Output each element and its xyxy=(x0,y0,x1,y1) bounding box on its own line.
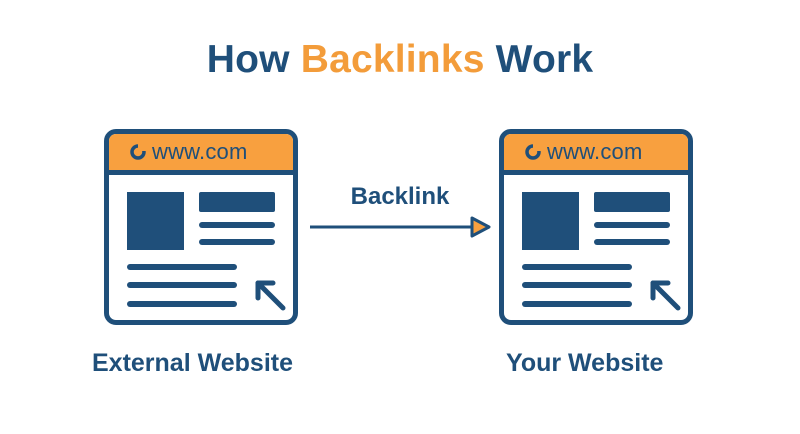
heading-placeholder xyxy=(594,192,670,212)
title-highlight: Backlinks xyxy=(300,38,485,81)
your-website-label: Your Website xyxy=(506,349,664,377)
external-website-browser: www.com xyxy=(104,129,298,325)
heading-placeholder xyxy=(199,192,275,212)
backlink-label: Backlink xyxy=(350,183,450,210)
text-line xyxy=(522,264,632,270)
arrow-right-icon xyxy=(310,216,491,238)
your-website-browser: www.com xyxy=(499,129,693,325)
text-line xyxy=(594,222,670,228)
image-placeholder xyxy=(522,192,579,250)
external-website-label: External Website xyxy=(92,349,294,377)
url-text: www.com xyxy=(547,139,643,164)
text-line xyxy=(199,222,275,228)
image-placeholder xyxy=(127,192,184,250)
url-text: www.com xyxy=(152,139,248,164)
arrow-cursor-icon xyxy=(255,280,286,311)
title-prefix: How xyxy=(206,38,301,81)
title-suffix: Work xyxy=(484,38,594,81)
text-line xyxy=(127,301,237,307)
text-line xyxy=(199,239,275,245)
url-bar: www.com xyxy=(504,134,688,175)
url-bar: www.com xyxy=(109,134,293,175)
globe-icon xyxy=(130,144,146,160)
arrow-cursor-icon xyxy=(650,280,681,311)
text-line xyxy=(127,264,237,270)
globe-icon xyxy=(525,144,541,160)
text-line xyxy=(127,282,237,288)
text-line xyxy=(522,282,632,288)
text-line xyxy=(522,301,632,307)
page-title: How Backlinks Work xyxy=(0,36,800,84)
text-line xyxy=(594,239,670,245)
